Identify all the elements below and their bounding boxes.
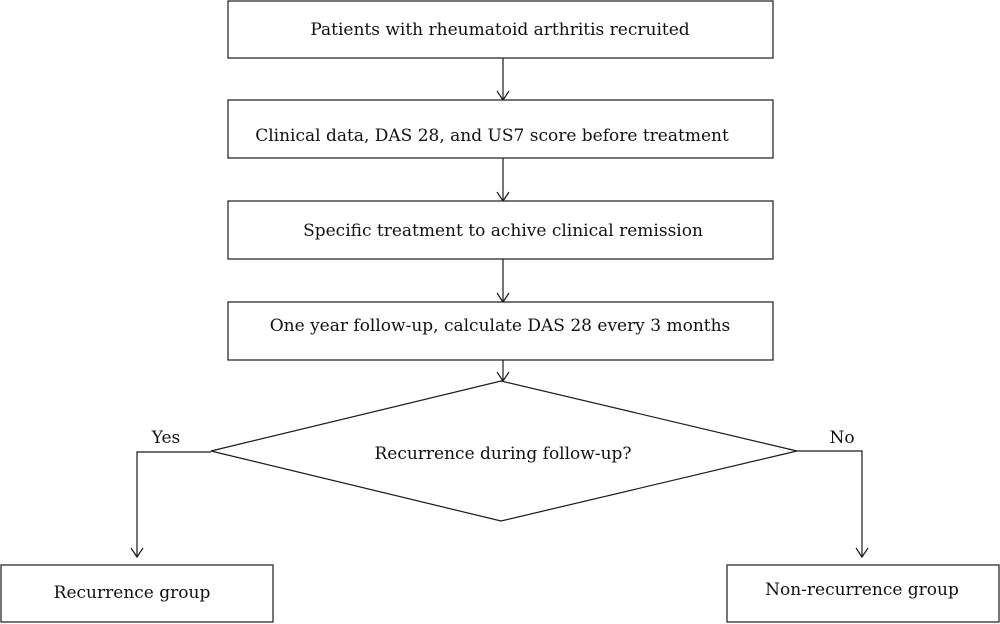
outcome-box-non-recurrence: Non-recurrence group — [726, 564, 1000, 623]
branch-label-yes: Yes — [151, 428, 181, 448]
step-box-baseline: Clinical data, DAS 28, and US7 score bef… — [227, 99, 774, 159]
step-label-recruitment: Patients with rheumatoid arthritis recru… — [310, 20, 689, 40]
decision-diamond: Recurrence during follow-up? — [210, 380, 798, 522]
step-box-follow-up: One year follow-up, calculate DAS 28 eve… — [227, 301, 774, 361]
outcome-label-recurrence: Recurrence group — [54, 583, 211, 603]
step-box-recruitment: Patients with rheumatoid arthritis recru… — [227, 0, 774, 59]
step-label-baseline: Clinical data, DAS 28, and US7 score bef… — [255, 126, 729, 146]
step-box-treatment: Specific treatment to achive clinical re… — [227, 200, 774, 260]
outcome-label-non-recurrence: Non-recurrence group — [765, 580, 959, 600]
decision-question: Recurrence during follow-up? — [374, 444, 631, 464]
connector-yes-branch — [136, 451, 211, 557]
outcome-box-recurrence: Recurrence group — [0, 564, 274, 623]
step-label-follow-up: One year follow-up, calculate DAS 28 eve… — [270, 316, 731, 336]
branch-label-no: No — [829, 428, 854, 448]
arrowhead-yes — [130, 547, 144, 559]
arrowhead-no — [855, 547, 869, 559]
connector-no-branch — [797, 450, 863, 557]
step-label-treatment: Specific treatment to achive clinical re… — [303, 221, 703, 241]
